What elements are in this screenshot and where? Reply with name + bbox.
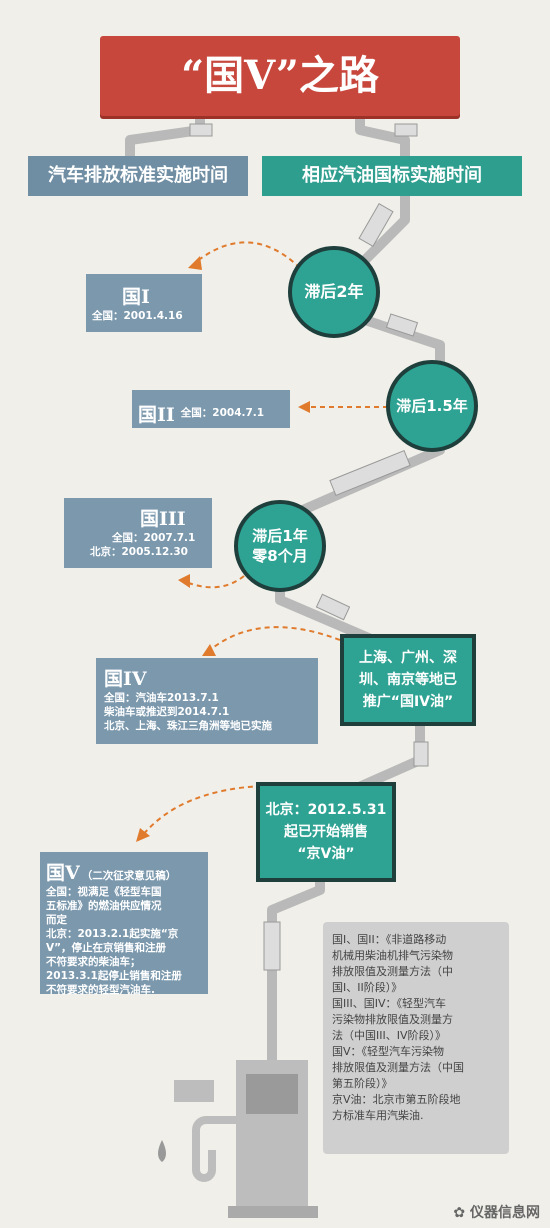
standard-date: 北京：2005.12.30 bbox=[90, 546, 188, 558]
promo-line: “京V油” bbox=[297, 846, 355, 862]
fuel-pump-icon bbox=[158, 1060, 318, 1218]
standard-date: V”，停止在京销售和注册 bbox=[46, 942, 167, 954]
promo-line: 圳、南京等地已 bbox=[359, 672, 457, 688]
note-line: 方标准车用汽柴油. bbox=[332, 1109, 424, 1122]
standard-card-guo4: 国IV 全国：汽油车2013.7.1 柴油车或推迟到2014.7.1 北京、上海… bbox=[96, 658, 318, 744]
promo-line: 起已开始销售 bbox=[283, 824, 368, 840]
standard-name: 国I bbox=[122, 286, 150, 308]
standard-date: 全国：2004.7.1 bbox=[180, 407, 265, 419]
note-line: 排放限值及测量方法（中 bbox=[332, 965, 453, 978]
standard-card-guo5: 国V （二次征求意见稿） 全国：视满足《轻型车国 五标准》的燃油供应情况 而定 … bbox=[40, 852, 208, 996]
standard-date: 北京：2013.2.1起实施“京 bbox=[46, 928, 179, 940]
note-line: 京V油：北京市第五阶段地 bbox=[332, 1093, 461, 1106]
lag-label: 滞后1年 bbox=[252, 527, 308, 545]
standard-date: 全国：视满足《轻型车国 bbox=[46, 886, 162, 898]
standard-date: 北京、上海、珠江三角洲等地已实施 bbox=[104, 720, 272, 732]
note-line: 国I、II阶段）》 bbox=[332, 981, 403, 994]
note-line: 国V：《轻型汽车污染物 bbox=[332, 1045, 445, 1058]
promo-line: 推广“国IV油” bbox=[362, 694, 454, 710]
lag-circle-2: 滞后1.5年 bbox=[386, 360, 478, 452]
promo-line: 北京：2012.5.31 bbox=[265, 802, 387, 818]
standard-card-guo1: 国I 全国：2001.4.16 bbox=[86, 274, 202, 332]
standard-date: 不符要求的柴油车； bbox=[46, 956, 141, 968]
standard-card-guo2: 国II 全国：2004.7.1 bbox=[132, 390, 290, 428]
watermark-text: 仪器信息网 bbox=[470, 1205, 540, 1221]
standard-date: 而定 bbox=[46, 914, 67, 926]
emission-standard-header: 汽车排放标准实施时间 bbox=[28, 156, 248, 196]
standard-date: 全国：2007.7.1 bbox=[112, 532, 196, 544]
lag-label: 滞后1.5年 bbox=[396, 397, 468, 415]
standard-name: 国V bbox=[46, 862, 80, 884]
standards-note-box: 国I、国II：《非道路移动 机械用柴油机排气污染物 排放限值及测量方法（中 国I… bbox=[323, 922, 509, 1154]
note-line: 法（中国III、IV阶段）》 bbox=[332, 1029, 447, 1042]
standard-subtitle: （二次征求意见稿） bbox=[81, 870, 177, 882]
standard-date: 不符要求的轻型汽油车. bbox=[46, 984, 155, 996]
note-line: 污染物排放限值及测量方 bbox=[332, 1013, 453, 1026]
standard-date: 2013.3.1起停止销售和注册 bbox=[46, 970, 182, 982]
lag-label: 滞后2年 bbox=[304, 282, 364, 301]
note-line: 国I、国II：《非道路移动 bbox=[332, 933, 447, 946]
wechat-icon: ✿ bbox=[453, 1205, 466, 1221]
page-title: “国V”之路 bbox=[100, 36, 460, 116]
standard-name: 国IV bbox=[104, 668, 147, 690]
lag-label: 零8个月 bbox=[252, 547, 308, 565]
standard-date: 柴油车或推迟到2014.7.1 bbox=[104, 706, 230, 718]
note-line: 国III、国IV：《轻型汽车 bbox=[332, 997, 447, 1010]
standard-date: 全国：2001.4.16 bbox=[92, 310, 183, 322]
standard-date: 全国：汽油车2013.7.1 bbox=[104, 692, 219, 704]
promo-line: 上海、广州、深 bbox=[359, 650, 457, 666]
standard-name: 国III bbox=[140, 508, 186, 530]
watermark: ✿ 仪器信息网 bbox=[453, 1202, 540, 1222]
note-line: 排放限值及测量方法（中国 bbox=[332, 1061, 464, 1074]
standard-date: 五标准》的燃油供应情况 bbox=[46, 900, 162, 912]
promo-box-guo4: 上海、广州、深 圳、南京等地已 推广“国IV油” bbox=[340, 634, 476, 726]
note-line: 第五阶段）》 bbox=[332, 1077, 393, 1090]
lag-circle-3: 滞后1年 零8个月 bbox=[234, 500, 326, 592]
standard-card-guo3: 国III 全国：2007.7.1 北京：2005.12.30 bbox=[64, 498, 212, 568]
fuel-standard-header: 相应汽油国标实施时间 bbox=[262, 156, 522, 196]
lag-circle-1: 滞后2年 bbox=[288, 246, 380, 338]
note-line: 机械用柴油机排气污染物 bbox=[332, 949, 453, 962]
standard-name: 国II bbox=[138, 403, 175, 426]
promo-box-jing5: 北京：2012.5.31 起已开始销售 “京V油” bbox=[256, 782, 396, 882]
